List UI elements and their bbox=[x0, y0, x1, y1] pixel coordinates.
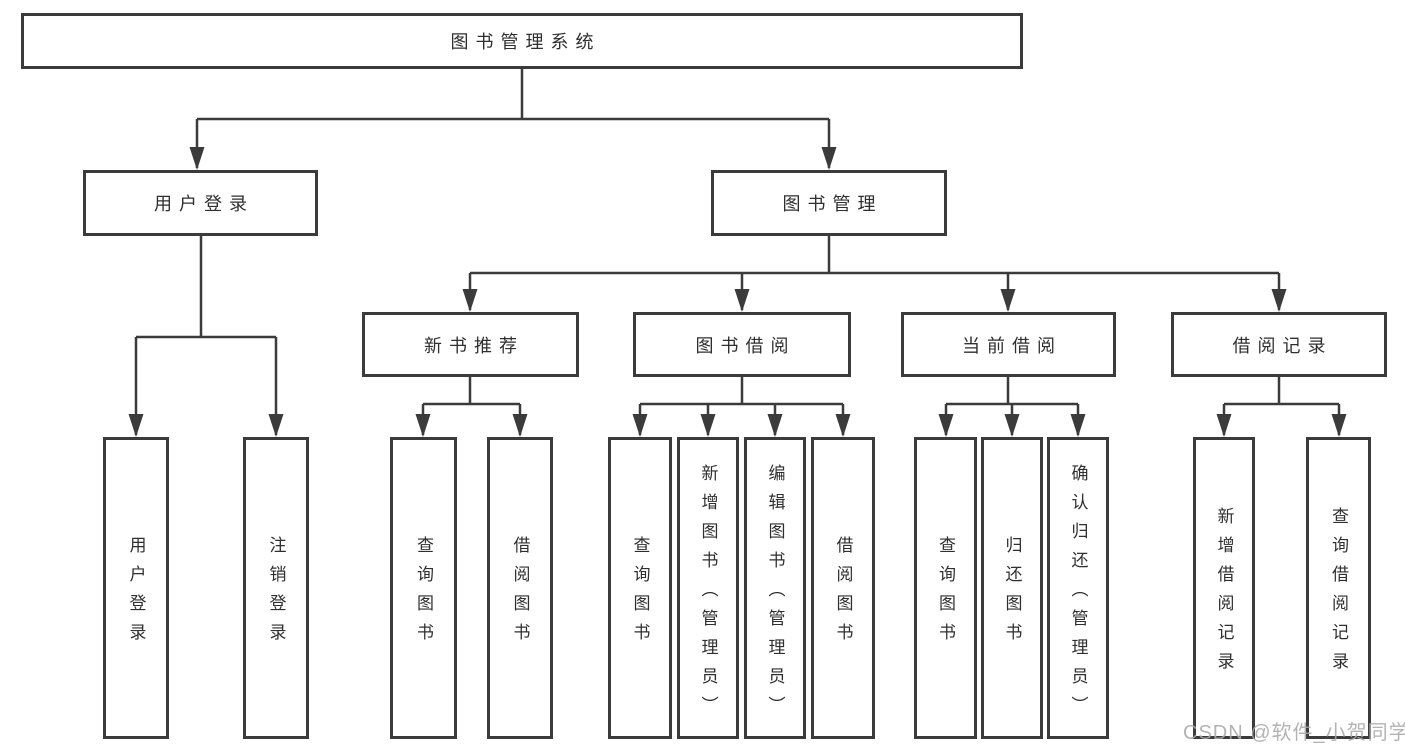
leaf-user-login: 用户登录 bbox=[103, 437, 169, 739]
node-root-label: 图书管理系统 bbox=[450, 32, 601, 52]
node-root: 图书管理系统 bbox=[21, 13, 1023, 69]
leaf-cur-query-books-label: 查询图书 bbox=[936, 536, 955, 652]
node-current-borrow: 当前借阅 bbox=[901, 312, 1116, 377]
leaf-cur-query-books: 查询图书 bbox=[914, 437, 977, 739]
node-new-book-recommend-label: 新书推荐 bbox=[424, 335, 524, 356]
leaf-hist-add-record-label: 新增借阅记录 bbox=[1214, 507, 1234, 681]
node-borrow-records: 借阅记录 bbox=[1171, 312, 1387, 377]
leaf-cur-return-books: 归还图书 bbox=[981, 437, 1043, 739]
leaf-bor-borrow-books-label: 借阅图书 bbox=[833, 536, 853, 652]
node-borrow-records-label: 借阅记录 bbox=[1232, 335, 1333, 356]
tree-edges bbox=[134, 69, 1341, 435]
leaf-logout: 注销登录 bbox=[243, 437, 309, 739]
leaf-rec-borrow-books: 借阅图书 bbox=[487, 437, 553, 739]
leaf-bor-borrow-books: 借阅图书 bbox=[811, 437, 875, 739]
node-book-borrow-label: 图书借阅 bbox=[695, 335, 796, 356]
node-book-management-label: 图书管理 bbox=[782, 194, 883, 214]
node-book-management: 图书管理 bbox=[711, 170, 947, 236]
leaf-bor-edit-books-admin: 编辑图书（管理员） bbox=[744, 437, 806, 739]
leaf-rec-query-books-label: 查询图书 bbox=[414, 536, 433, 652]
leaf-user-login-label: 用户登录 bbox=[126, 536, 146, 652]
leaf-bor-query-books-label: 查询图书 bbox=[630, 536, 650, 652]
node-user-login: 用户登录 bbox=[83, 170, 318, 236]
node-new-book-recommend: 新书推荐 bbox=[362, 312, 579, 377]
node-user-login-label: 用户登录 bbox=[154, 194, 254, 214]
leaf-rec-borrow-books-label: 借阅图书 bbox=[510, 536, 530, 652]
leaf-hist-add-record: 新增借阅记录 bbox=[1193, 437, 1255, 739]
leaf-bor-add-books-admin: 新增图书（管理员） bbox=[677, 437, 739, 739]
node-current-borrow-label: 当前借阅 bbox=[962, 335, 1062, 356]
leaf-cur-confirm-return-admin-label: 确认归还（管理员） bbox=[1068, 463, 1088, 725]
csdn-watermark: CSDN @软件_小贺同学 bbox=[1183, 722, 1405, 744]
node-book-borrow: 图书借阅 bbox=[633, 312, 851, 377]
arrowheads bbox=[128, 147, 1347, 437]
leaf-logout-label: 注销登录 bbox=[266, 536, 286, 652]
leaf-hist-query-record: 查询借阅记录 bbox=[1306, 437, 1371, 739]
leaf-cur-return-books-label: 归还图书 bbox=[1002, 536, 1022, 652]
leaf-hist-query-record-label: 查询借阅记录 bbox=[1329, 507, 1348, 681]
leaf-cur-confirm-return-admin: 确认归还（管理员） bbox=[1047, 437, 1109, 739]
leaf-bor-add-books-admin-label: 新增图书（管理员） bbox=[698, 463, 718, 725]
leaf-bor-edit-books-admin-label: 编辑图书（管理员） bbox=[765, 463, 785, 725]
leaf-bor-query-books: 查询图书 bbox=[608, 437, 672, 739]
leaf-rec-query-books: 查询图书 bbox=[390, 437, 457, 739]
